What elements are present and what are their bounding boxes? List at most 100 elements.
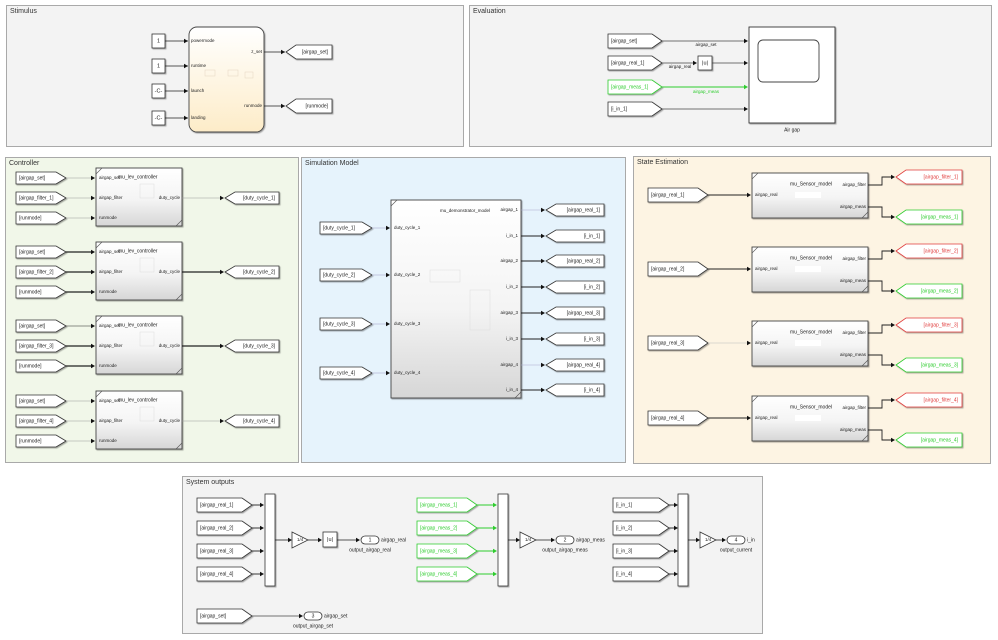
goto-sim-output[interactable]: [i_in_2] [545, 280, 605, 294]
controller-subsystem[interactable] [95, 241, 183, 301]
signal-line[interactable] [868, 354, 892, 366]
from-i-in[interactable]: [i_in_1] [612, 497, 670, 513]
signal-line[interactable] [868, 206, 892, 218]
constant-block[interactable]: 1 [151, 33, 166, 49]
from-i-in[interactable]: [i_in_3] [612, 543, 670, 559]
gain-block-meas[interactable]: 1/4 [519, 531, 537, 549]
goto-airgap-filter[interactable]: [airgap_filter_3] [895, 317, 963, 333]
from-airgap-meas[interactable]: [airgap_meas_4] [416, 566, 478, 582]
from-duty-cycle[interactable]: [duty_cycle_3] [319, 317, 373, 331]
goto-sim-output[interactable]: [i_in_3] [545, 332, 605, 346]
signal-line[interactable] [868, 324, 892, 334]
from-airgap-set[interactable]: [airgap_set] [196, 608, 253, 624]
from-airgap-real-1[interactable]: [airgap_real_1] [607, 55, 663, 71]
from-block[interactable]: [airgap_set] [15, 245, 67, 259]
from-block[interactable]: [airgap_set] [15, 171, 67, 185]
goto-duty-cycle[interactable]: [duty_cycle_4] [224, 414, 280, 428]
sensor-model-subsystem[interactable] [751, 246, 869, 293]
from-airgap-meas-1[interactable]: [airgap_meas_1] [607, 79, 663, 95]
chart-input-label: powermode [191, 38, 215, 43]
from-i-in[interactable]: [i_in_2] [612, 520, 670, 536]
from-block[interactable]: [airgap_set] [15, 394, 67, 408]
outport-shape [726, 535, 746, 545]
from-duty-cycle[interactable]: [duty_cycle_2] [319, 268, 373, 282]
goto-sim-output[interactable]: [i_in_1] [545, 229, 605, 243]
goto-airgap-meas[interactable]: [airgap_meas_2] [895, 283, 963, 299]
corner-mark-icon [751, 395, 759, 403]
goto-sim-output[interactable]: [airgap_real_2] [545, 254, 605, 268]
gain-block-real[interactable]: 1/4 [291, 531, 309, 549]
goto-sim-output[interactable]: [i_in_4] [545, 383, 605, 397]
from-block[interactable]: [airgap_filter_4] [15, 414, 67, 428]
constant-block[interactable]: -C- [151, 83, 166, 99]
goto-block-shape [895, 243, 963, 259]
signal-line[interactable] [868, 280, 892, 292]
sum-block-real[interactable] [264, 493, 276, 587]
controller-subsystem[interactable] [95, 315, 183, 375]
constant-block[interactable]: 1 [151, 58, 166, 74]
block-label: 1 [157, 63, 160, 69]
from-airgap-meas[interactable]: [airgap_meas_3] [416, 543, 478, 559]
from-block[interactable]: [runmode] [15, 359, 67, 373]
goto-airgap-filter[interactable]: [airgap_filter_2] [895, 243, 963, 259]
from-block-shape [196, 497, 253, 513]
goto-duty-cycle[interactable]: [duty_cycle_2] [224, 265, 280, 279]
signal-line[interactable] [868, 176, 892, 186]
from-airgap-real[interactable]: [airgap_real_1] [647, 187, 709, 203]
from-i-in-1[interactable]: [i_in_1] [607, 101, 663, 117]
from-airgap-set[interactable]: [airgap_set] [607, 33, 663, 49]
goto-runmode[interactable]: [runmode] [285, 98, 333, 114]
from-airgap-real[interactable]: [airgap_real_2] [196, 520, 253, 536]
signal-line[interactable] [868, 250, 892, 260]
scope-block[interactable] [748, 26, 836, 124]
from-block[interactable]: [airgap_filter_2] [15, 265, 67, 279]
from-airgap-real[interactable]: [airgap_real_4] [647, 410, 709, 426]
from-block[interactable]: [airgap_filter_3] [15, 339, 67, 353]
goto-duty-cycle[interactable]: [duty_cycle_3] [224, 339, 280, 353]
arrow-head [891, 437, 895, 443]
gain-block-current[interactable]: 1/4 [699, 531, 717, 549]
goto-airgap-meas[interactable]: [airgap_meas_3] [895, 357, 963, 373]
subsystem-name: mu_Sensor_model [790, 329, 832, 335]
from-block[interactable]: [runmode] [15, 434, 67, 448]
abs-block-outputs[interactable]: |u| [322, 531, 338, 548]
abs-block[interactable]: |u| [697, 55, 713, 71]
from-airgap-meas[interactable]: [airgap_meas_1] [416, 497, 478, 513]
signal-line[interactable] [868, 399, 892, 409]
controller-subsystem[interactable] [95, 390, 183, 450]
demonstrator-model-subsystem[interactable] [390, 199, 522, 399]
from-i-in[interactable]: [i_in_4] [612, 566, 670, 582]
from-airgap-real[interactable]: [airgap_real_3] [196, 543, 253, 559]
goto-airgap-set[interactable]: [airgap_set] [285, 44, 333, 60]
from-duty-cycle[interactable]: [duty_cycle_1] [319, 221, 373, 235]
from-block[interactable]: [airgap_filter_1] [15, 191, 67, 205]
goto-sim-output[interactable]: [airgap_real_4] [545, 358, 605, 372]
goto-airgap-filter[interactable]: [airgap_filter_4] [895, 392, 963, 408]
sum-block-current[interactable] [677, 493, 689, 587]
from-duty-cycle[interactable]: [duty_cycle_4] [319, 366, 373, 380]
goto-sim-output[interactable]: [airgap_real_1] [545, 203, 605, 217]
from-airgap-real[interactable]: [airgap_real_2] [647, 261, 709, 277]
constant-block[interactable]: -C- [151, 110, 166, 126]
from-airgap-real[interactable]: [airgap_real_1] [196, 497, 253, 513]
goto-airgap-meas[interactable]: [airgap_meas_1] [895, 209, 963, 225]
goto-airgap-filter[interactable]: [airgap_filter_1] [895, 169, 963, 185]
from-block[interactable]: [runmode] [15, 211, 67, 225]
goto-airgap-meas[interactable]: [airgap_meas_4] [895, 432, 963, 448]
from-airgap-real[interactable]: [airgap_real_4] [196, 566, 253, 582]
from-airgap-meas[interactable]: [airgap_meas_2] [416, 520, 478, 536]
goto-sim-output[interactable]: [airgap_real_3] [545, 306, 605, 320]
from-block-label: [airgap_meas_2] [420, 525, 458, 531]
from-airgap-real[interactable]: [airgap_real_3] [647, 335, 709, 351]
sum-block-meas[interactable] [497, 493, 509, 587]
signal-line[interactable] [868, 429, 892, 441]
goto-duty-cycle[interactable]: [duty_cycle_1] [224, 191, 280, 205]
stateflow-chart[interactable]: powermoderuntimelaunchlandingz_setrunmod… [188, 26, 265, 133]
controller-subsystem[interactable] [95, 167, 183, 227]
from-block[interactable]: [airgap_set] [15, 319, 67, 333]
from-block[interactable]: [runmode] [15, 285, 67, 299]
